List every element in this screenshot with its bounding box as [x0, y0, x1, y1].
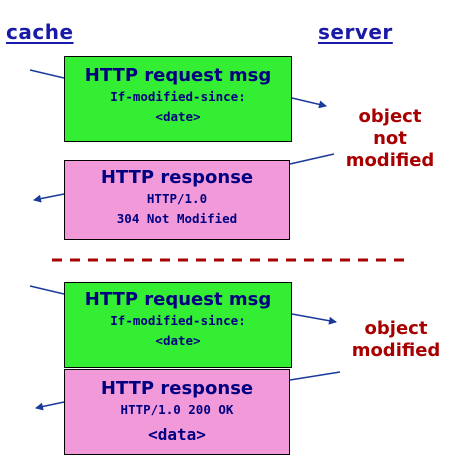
request-title: HTTP request msg [84, 289, 272, 310]
request-arrow-out-1 [291, 97, 327, 109]
response-arrow-in-2 [289, 371, 341, 381]
response-message-box-modified: HTTP response HTTP/1.0 200 OK <data> [64, 369, 290, 455]
request-arrow-out-2 [291, 313, 337, 325]
response-arrow-out-1 [33, 193, 65, 203]
annotation-modified: object modified [336, 318, 456, 362]
request-title: HTTP request msg [84, 65, 272, 86]
cache-header: cache [6, 20, 74, 44]
request-date-line: <date> [155, 109, 201, 124]
response-arrow-out-2 [35, 401, 65, 411]
annotation-line: modified [345, 150, 435, 171]
request-message-box-modified: HTTP request msg If-modified-since: <dat… [64, 282, 292, 368]
annotation-not-modified: object not modified [330, 106, 450, 172]
server-header: server [318, 20, 393, 44]
response-status-line: 304 Not Modified [116, 211, 238, 226]
request-arrow-in-1 [29, 69, 65, 79]
annotation-line: modified [351, 340, 441, 361]
request-arrow-in-2 [29, 285, 65, 295]
request-header-line: If-modified-since: [110, 89, 246, 104]
response-arrow-in-1 [289, 153, 335, 165]
response-body-line: <data> [148, 425, 206, 444]
response-message-box-not-modified: HTTP response HTTP/1.0 304 Not Modified [64, 160, 290, 240]
response-status-line: HTTP/1.0 200 OK [120, 402, 234, 417]
request-date-line: <date> [155, 333, 201, 348]
response-title: HTTP response [100, 167, 254, 188]
response-title: HTTP response [100, 378, 254, 399]
request-header-line: If-modified-since: [110, 313, 246, 328]
annotation-line: not [373, 128, 407, 149]
annotation-line: object [364, 318, 428, 339]
request-message-box-not-modified: HTTP request msg If-modified-since: <dat… [64, 56, 292, 142]
response-version-line: HTTP/1.0 [146, 191, 208, 206]
annotation-line: object [358, 106, 422, 127]
